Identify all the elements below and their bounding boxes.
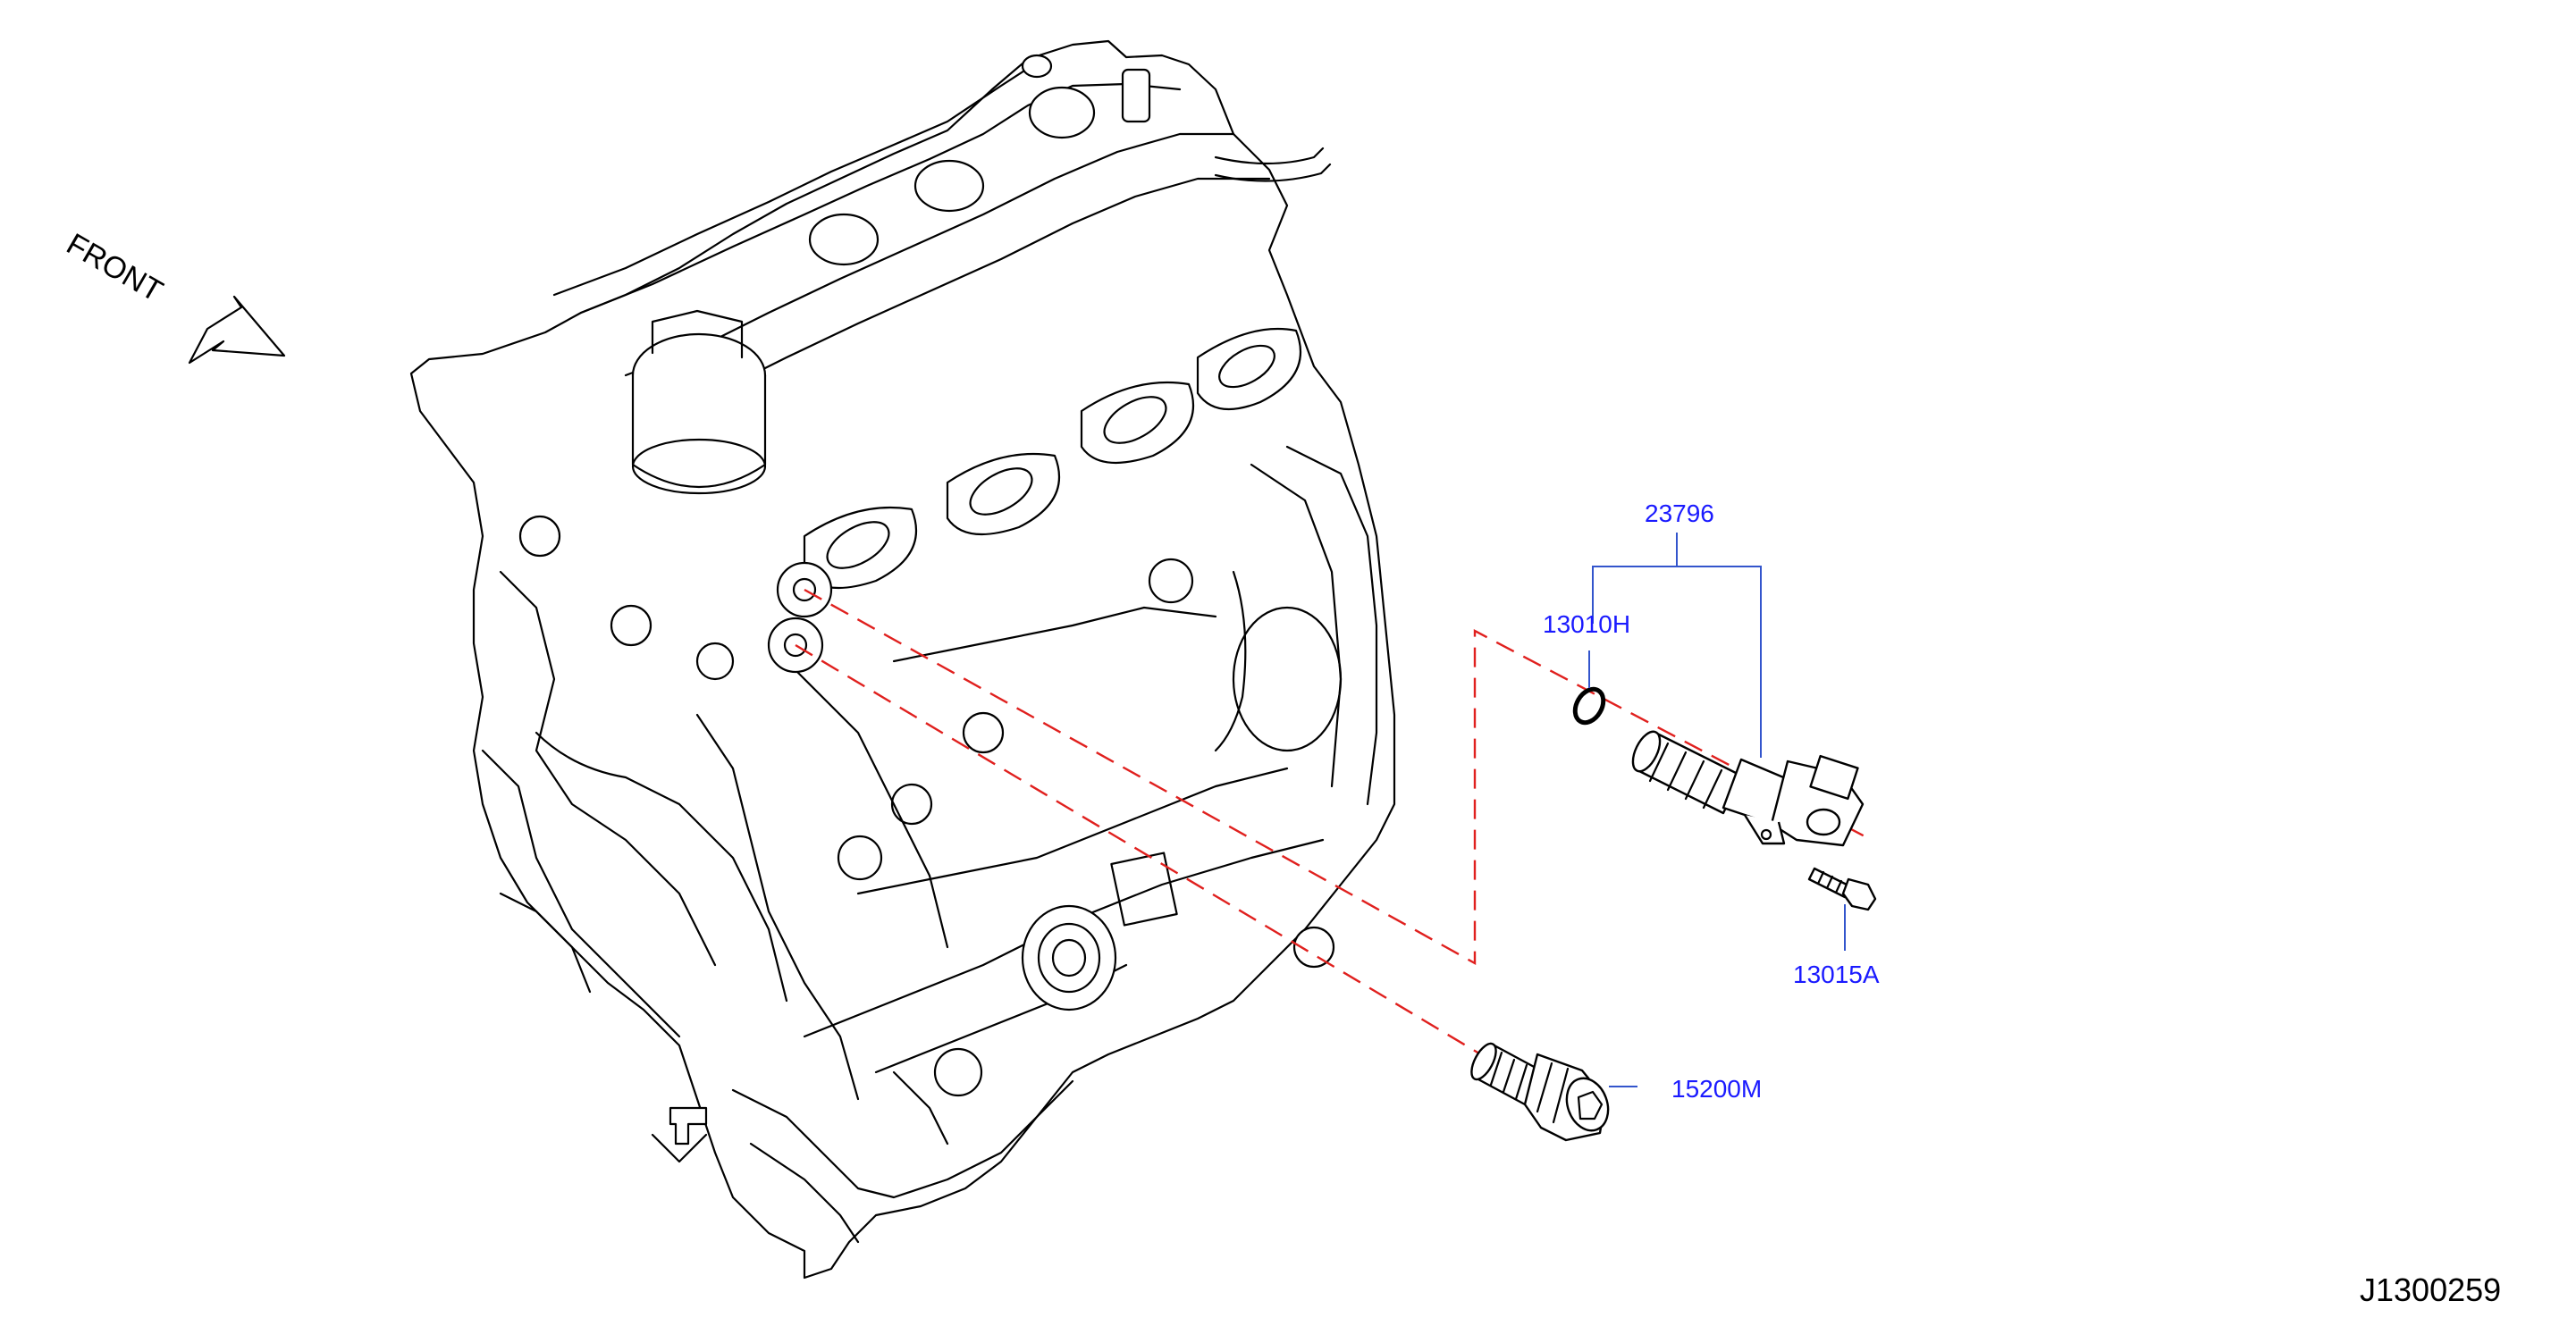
bolt-part bbox=[1807, 867, 1877, 911]
callout-labels: 23796 13010H 13015A 15200M bbox=[1543, 499, 1880, 1103]
callout-filter: 15200M bbox=[1671, 1075, 1762, 1103]
engine-block bbox=[409, 39, 1396, 1280]
leader-assembly-bracket bbox=[1592, 566, 1762, 758]
callout-assembly: 23796 bbox=[1645, 499, 1714, 527]
dashed-line-solenoid bbox=[804, 588, 1869, 966]
front-arrow-icon bbox=[188, 295, 286, 365]
front-label: FRONT bbox=[61, 227, 168, 308]
callout-o-ring: 13010H bbox=[1543, 610, 1630, 638]
dashed-line-filter bbox=[795, 643, 1485, 1058]
filter-part bbox=[1470, 1042, 1610, 1142]
leader-lines bbox=[1588, 533, 1846, 1087]
reference-code: J1300259 bbox=[2360, 1271, 2501, 1308]
o-ring-part bbox=[1572, 686, 1606, 726]
assembly-lines bbox=[795, 588, 1869, 1058]
callout-bolt: 13015A bbox=[1793, 961, 1880, 988]
front-indicator: FRONT bbox=[61, 227, 286, 365]
solenoid-valve-part bbox=[1631, 730, 1865, 847]
